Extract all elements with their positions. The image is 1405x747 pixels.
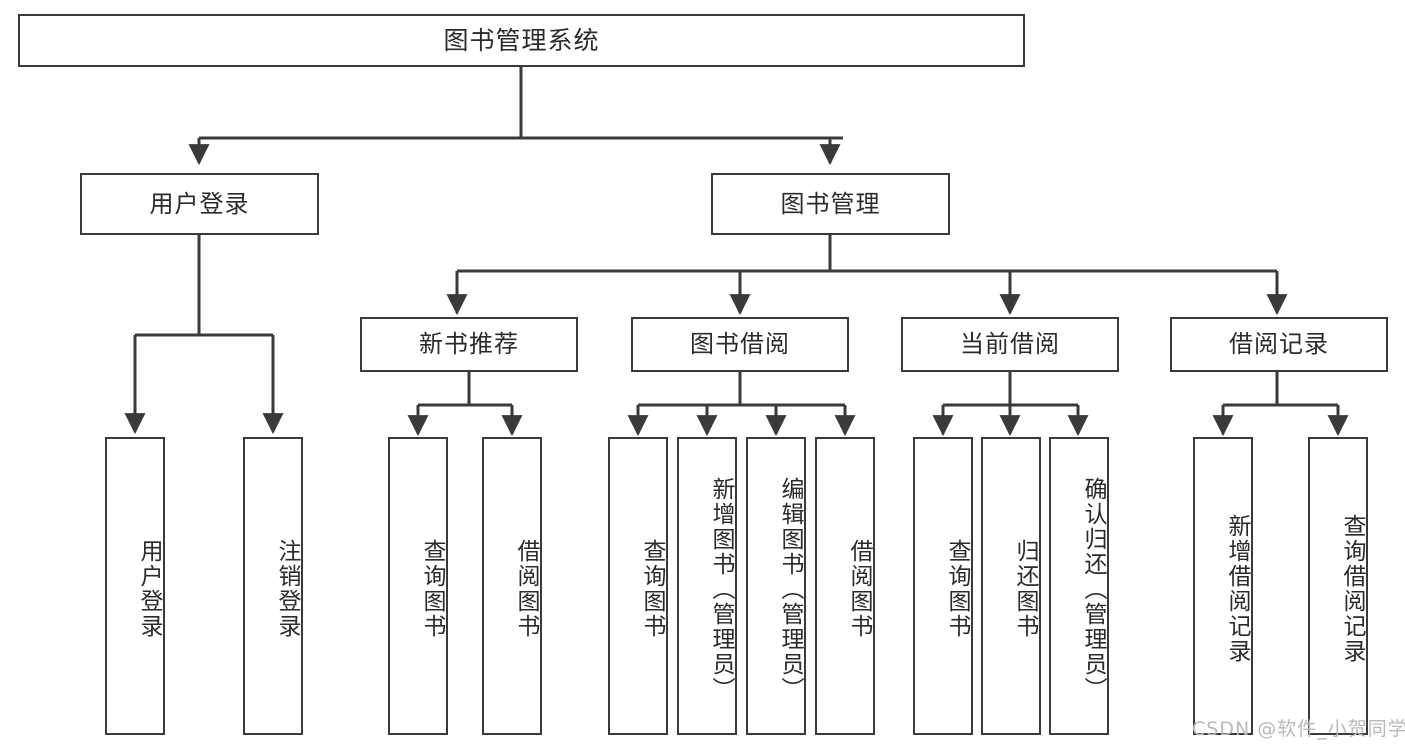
node-book-manage-label: 图书管理 [780,189,881,218]
node-borrow-leaf-1-label: 查询图书 [639,539,665,639]
node-current-leaf-3[interactable]: 确认归还（管理员） [1049,437,1109,735]
node-borrow-leaf-4-label: 借阅图书 [846,539,872,639]
node-new-book-recommend-label: 新书推荐 [419,330,519,359]
watermark: CSDN @软件_小贺同学 [1192,718,1405,740]
node-current-leaf-2-label: 归还图书 [1012,539,1038,639]
node-user-login[interactable]: 用户登录 [80,173,319,235]
node-current-leaf-3-label: 确认归还（管理员） [1080,476,1106,702]
node-book-manage[interactable]: 图书管理 [711,173,950,235]
node-borrow-leaf-2[interactable]: 新增图书（管理员） [677,437,737,735]
node-current-leaf-2[interactable]: 归还图书 [981,437,1041,735]
node-user-login-leaf-1[interactable]: 用户登录 [105,437,165,735]
node-recommend-leaf-1[interactable]: 查询图书 [388,437,448,735]
node-record-leaf-2[interactable]: 查询借阅记录 [1308,437,1368,735]
node-borrow-record-label: 借阅记录 [1229,330,1329,359]
node-current-leaf-1[interactable]: 查询图书 [913,437,973,735]
node-borrow-leaf-4[interactable]: 借阅图书 [815,437,875,735]
node-current-borrow[interactable]: 当前借阅 [901,317,1119,372]
node-record-leaf-2-label: 查询借阅记录 [1339,514,1365,664]
node-current-borrow-label: 当前借阅 [960,330,1060,359]
node-user-login-leaf-2-label: 注销登录 [274,539,300,639]
node-recommend-leaf-1-label: 查询图书 [419,539,445,639]
node-current-leaf-1-label: 查询图书 [944,539,970,639]
node-user-login-label: 用户登录 [149,189,250,218]
node-new-book-recommend[interactable]: 新书推荐 [360,317,578,372]
node-book-borrow-label: 图书借阅 [690,330,790,359]
node-root-label: 图书管理系统 [443,25,600,55]
node-borrow-record[interactable]: 借阅记录 [1170,317,1388,372]
node-borrow-leaf-2-label: 新增图书（管理员） [708,476,734,702]
node-user-login-leaf-1-label: 用户登录 [136,539,162,639]
node-borrow-leaf-3-label: 编辑图书（管理员） [777,476,803,702]
node-record-leaf-1-label: 新增借阅记录 [1224,514,1250,664]
node-borrow-leaf-3[interactable]: 编辑图书（管理员） [746,437,806,735]
node-user-login-leaf-2[interactable]: 注销登录 [243,437,303,735]
node-record-leaf-1[interactable]: 新增借阅记录 [1193,437,1253,735]
node-book-borrow[interactable]: 图书借阅 [631,317,849,372]
node-root[interactable]: 图书管理系统 [18,14,1025,67]
node-recommend-leaf-2[interactable]: 借阅图书 [482,437,542,735]
node-recommend-leaf-2-label: 借阅图书 [513,539,539,639]
node-borrow-leaf-1[interactable]: 查询图书 [608,437,668,735]
